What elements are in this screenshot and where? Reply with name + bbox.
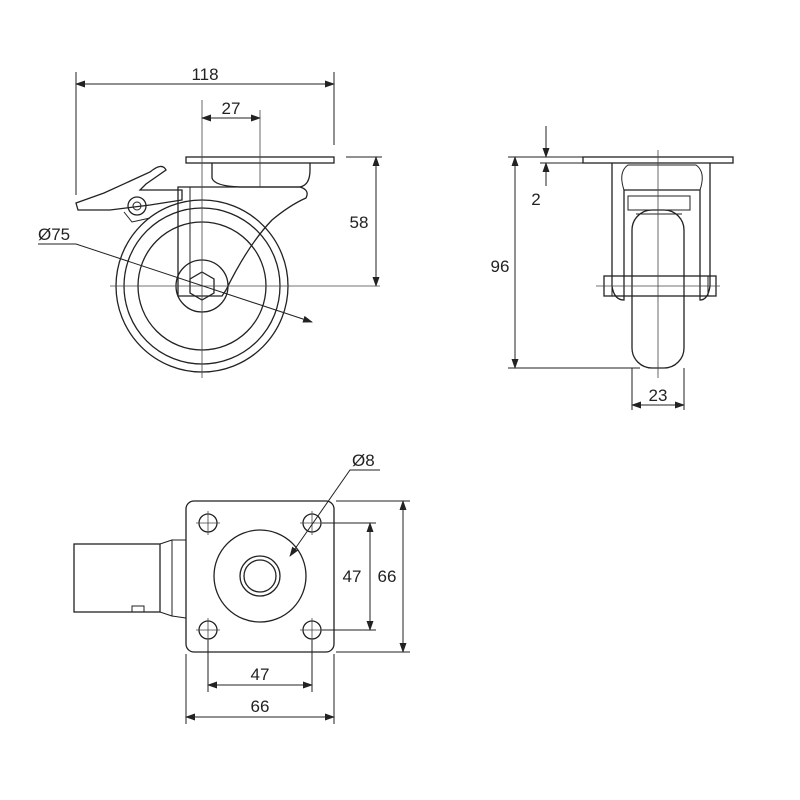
dim-overall-height: 96 (491, 257, 510, 276)
dim-plate-thickness: 2 (531, 190, 540, 209)
dim-plate-offset: 27 (222, 99, 241, 118)
top-plate (185, 500, 335, 653)
top-view: Ø8 47 66 47 66 (73, 451, 410, 724)
brake-lever (75, 165, 183, 211)
fork (177, 186, 308, 297)
dim-overall-width: 118 (191, 65, 218, 84)
dim-plate-width: 66 (251, 697, 270, 716)
brake-pedal-top (73, 543, 161, 613)
dim-plate-height: 66 (378, 567, 397, 586)
center-hole-inner (243, 559, 277, 593)
front-view: 2 96 23 (491, 126, 734, 410)
dim-hole-spacing-horizontal: 47 (251, 665, 270, 684)
dim-wheel-diameter: Ø75 (38, 225, 70, 244)
front-fork (611, 163, 711, 301)
brake-pivot (127, 196, 147, 216)
center-boss (213, 529, 307, 623)
dim-bolt-hole-diameter: Ø8 (352, 451, 375, 470)
dim-axle-height: 58 (350, 213, 369, 232)
side-view: 118 27 58 Ø75 (38, 65, 382, 378)
swivel-housing (211, 163, 311, 188)
center-hole-outer (239, 555, 281, 597)
dim-wheel-width: 23 (649, 386, 668, 405)
dim-hole-spacing-vertical: 47 (343, 567, 362, 586)
